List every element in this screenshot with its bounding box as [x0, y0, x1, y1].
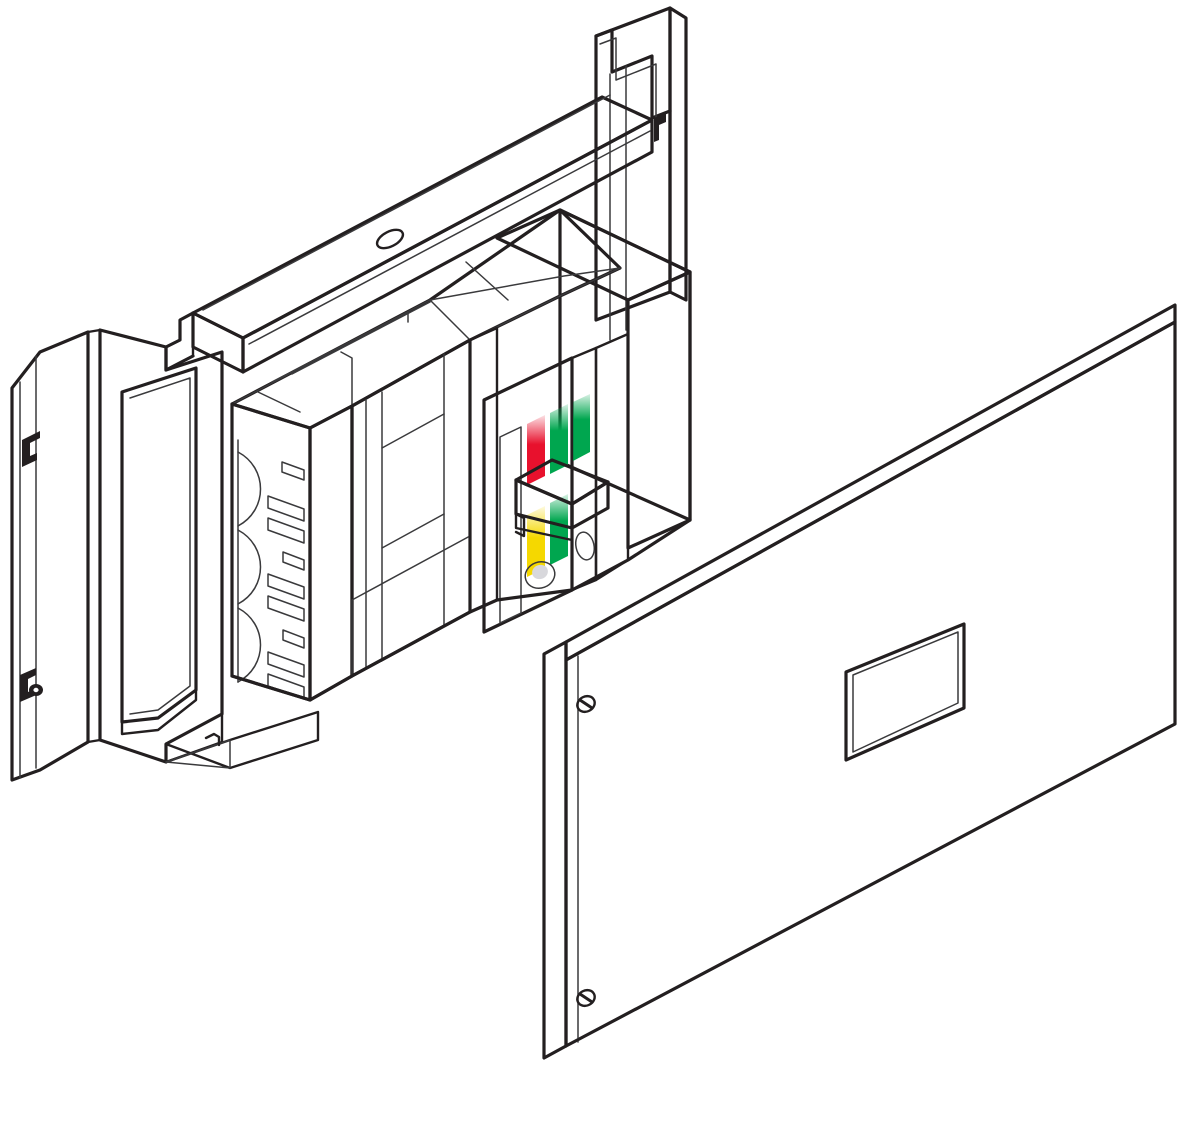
breaker-top-seam-3 [465, 261, 509, 301]
terminal-arc-2 [237, 529, 262, 605]
breaker-left-vent-slots [267, 461, 305, 700]
breaker-top-outline-panel [271, 311, 409, 383]
centre-seam-h1 [381, 413, 445, 449]
rail-fold-line [202, 94, 611, 311]
ctl-test-button[interactable] [521, 558, 558, 593]
breaker-top-seam-2 [429, 299, 471, 341]
vent-slot [267, 495, 305, 522]
clip-tab-upper-icon [22, 431, 40, 467]
shelf-notch-tab [204, 732, 221, 747]
screw-upper[interactable] [575, 693, 598, 715]
rail-flange-face [594, 6, 672, 322]
oval-mounting-slot [375, 228, 405, 250]
screw-upper-head[interactable] [575, 693, 598, 715]
clip-tab-lower-hole [33, 687, 39, 693]
vent-slot [267, 517, 305, 544]
front-plate-bottom-edge [542, 722, 1177, 1060]
vent-slot [282, 551, 305, 571]
screw-lower-head[interactable] [575, 987, 598, 1009]
rail-flange-bend-inner [599, 37, 657, 125]
left-bracket-shelf-edge [165, 739, 231, 769]
left-bracket-window-sill [120, 688, 198, 736]
ind-red-side-strip [499, 426, 522, 624]
rail-hook-cutout-icon [654, 113, 666, 142]
terminal-arc-1 [237, 451, 262, 527]
handle-cutout-inner [852, 631, 959, 753]
vent-slot [267, 573, 305, 600]
part-top-mounting-rail [164, 6, 688, 374]
left-bracket-window-inner [129, 377, 191, 715]
ind-green-upper [573, 394, 590, 461]
breaker-bottom-edge [230, 518, 692, 702]
part-circuit-breaker [230, 208, 692, 702]
oval-mounting-slot-hole [381, 233, 399, 245]
vent-slot [282, 629, 305, 649]
rail-flange-bend [594, 28, 672, 120]
handle-cutout [844, 622, 966, 762]
screw-lower[interactable] [575, 987, 598, 1009]
rail-fold-line-lower [248, 130, 651, 345]
ind-red-upper [527, 415, 545, 485]
breaker-top-seam-notch [340, 351, 353, 407]
rail-vertical-flange [594, 6, 688, 341]
vent-slot [267, 651, 305, 678]
vent-slot [267, 595, 305, 622]
terminal-arc-3 [237, 607, 262, 683]
breaker-top-seam-4 [257, 391, 301, 413]
centre-seam-h2 [381, 513, 445, 549]
ind-green-lower [550, 494, 568, 565]
ctl-test-button-cap [532, 564, 548, 580]
ind-yellow-lower [527, 506, 545, 577]
ind-green-middle [550, 404, 568, 474]
screw-upper-slot [579, 698, 593, 710]
breaker-top-seam-1 [291, 301, 431, 375]
ctl-reset-button[interactable] [573, 530, 596, 561]
vent-slot [281, 461, 305, 481]
part-left-side-bracket [10, 328, 320, 782]
part-front-cover-plate [542, 303, 1177, 1060]
rail-front-face [241, 118, 654, 374]
screw-lower-slot [579, 992, 593, 1004]
